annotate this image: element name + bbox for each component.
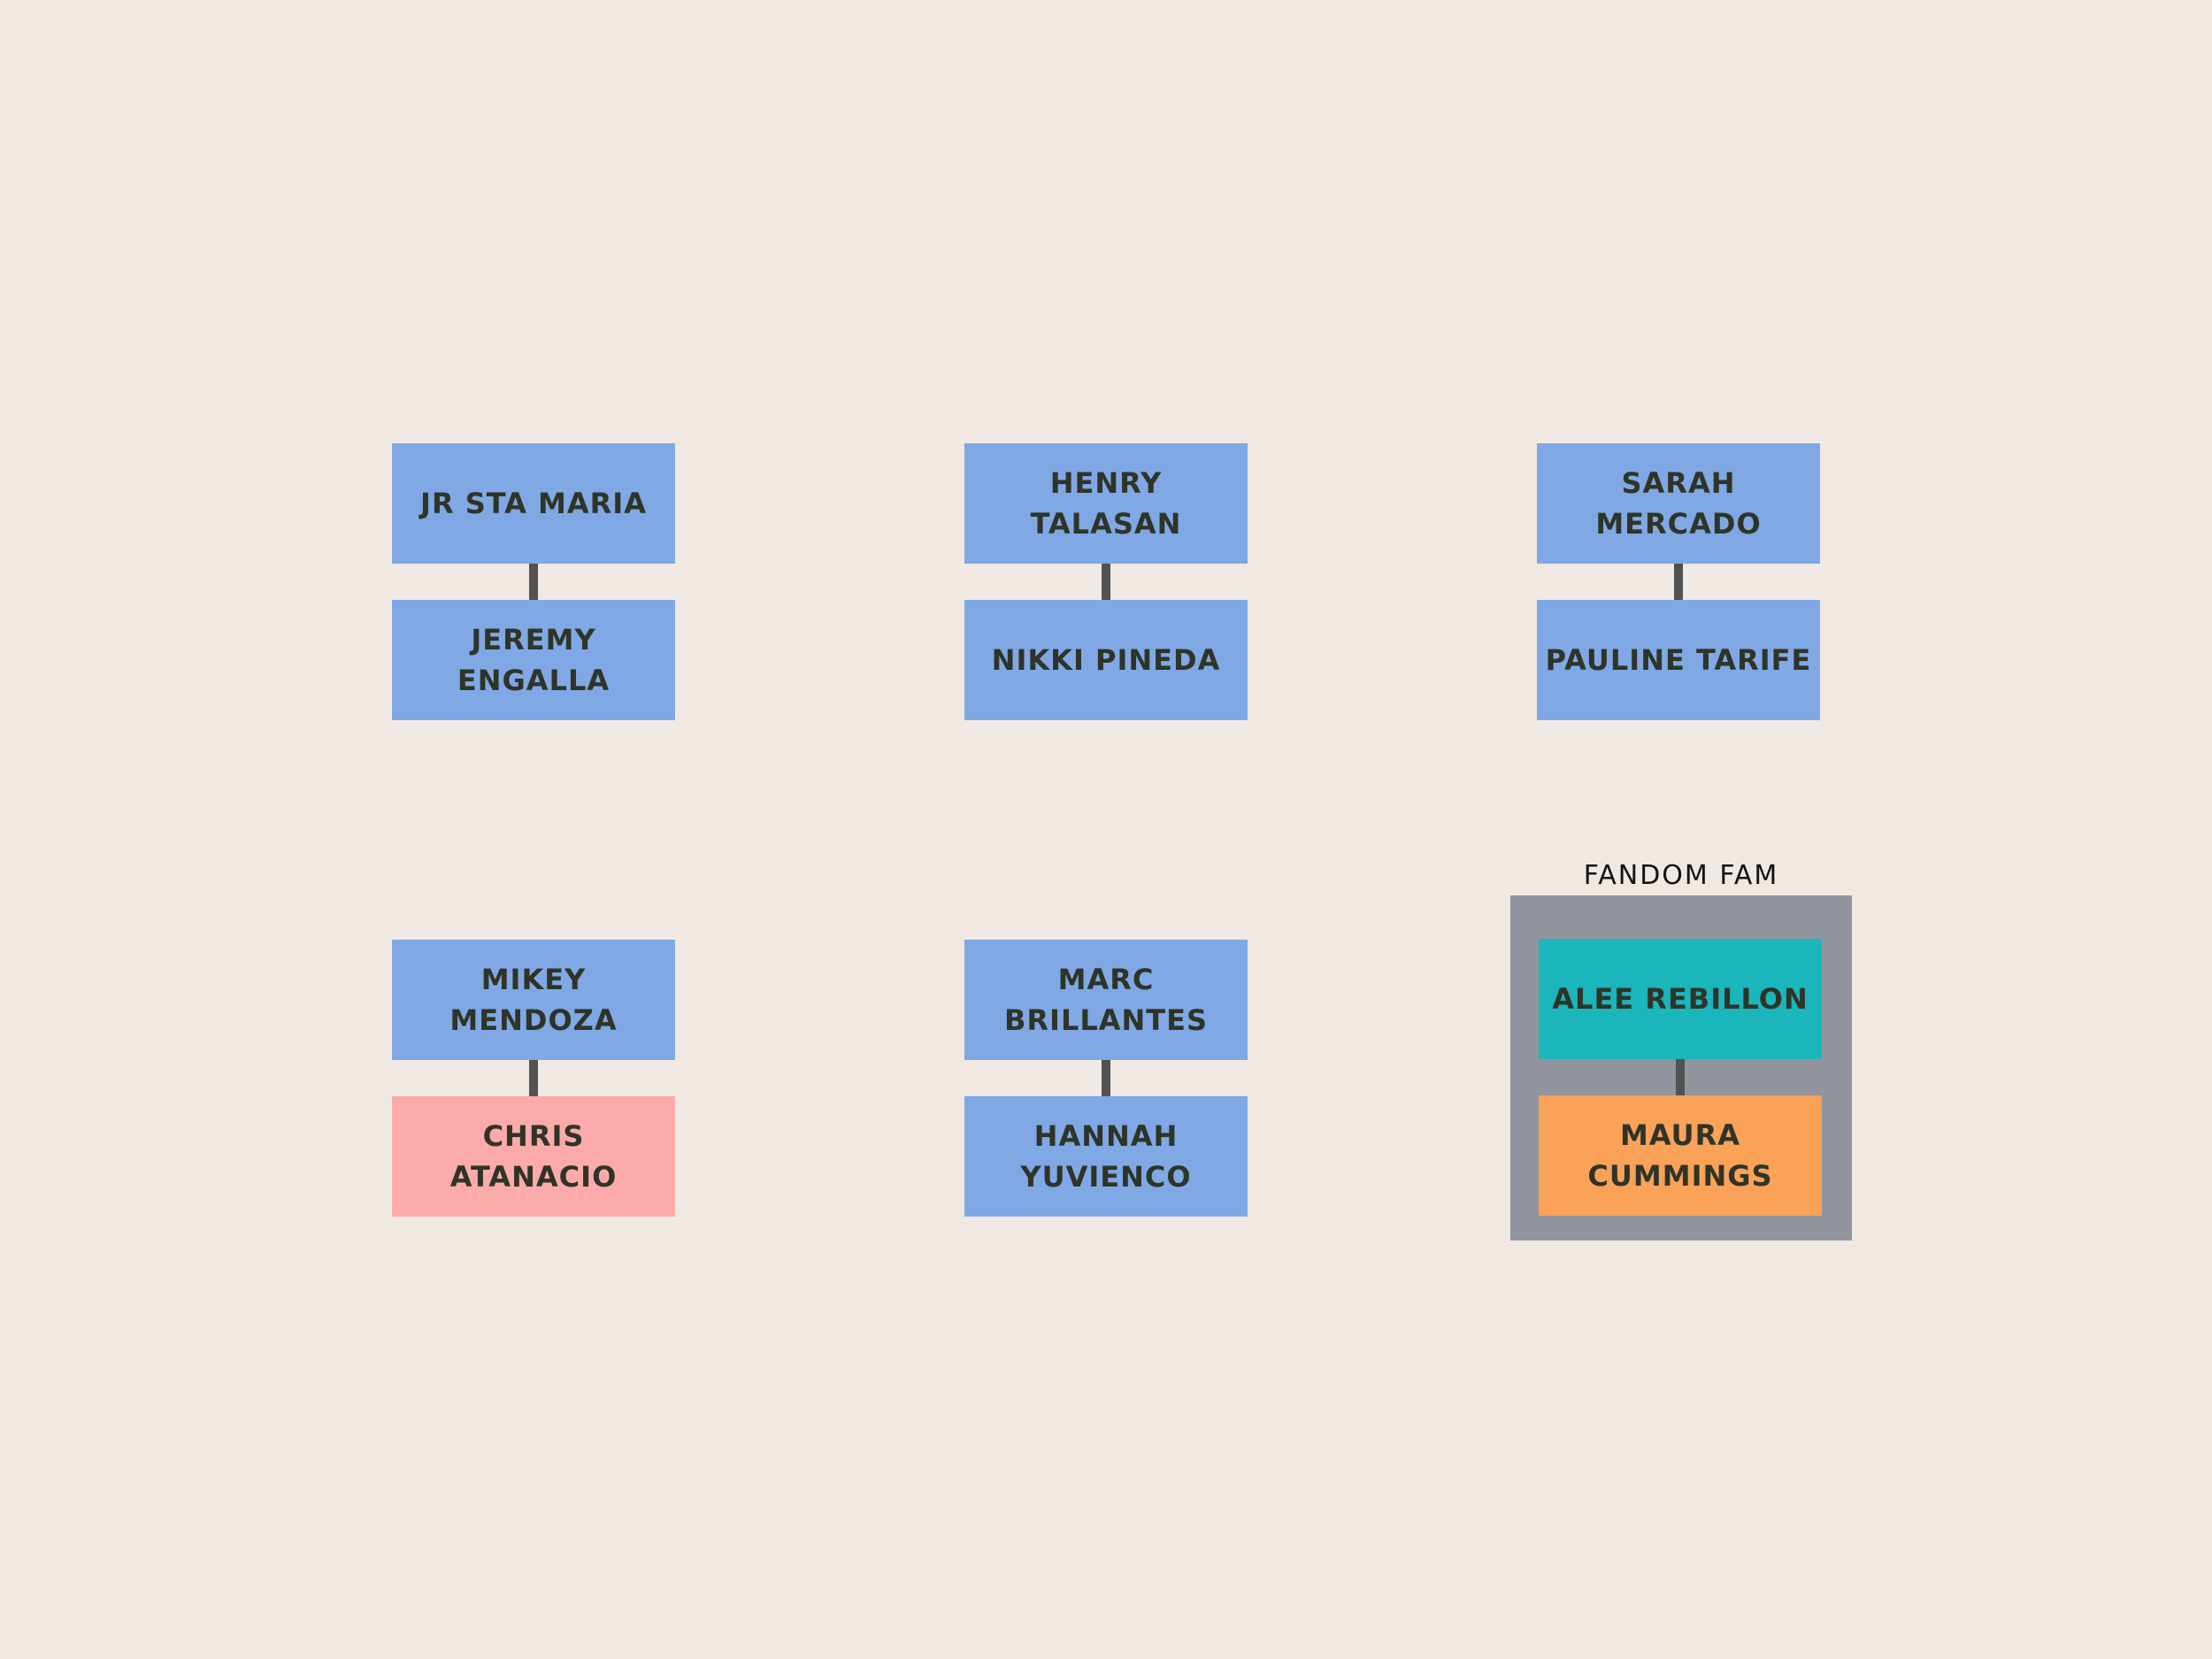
node-label-henry-talasan: HENRY TALASAN: [1030, 465, 1182, 541]
node-pauline-tarife: PAULINE TARIFE: [1537, 600, 1820, 720]
pair-henry-nikki: HENRY TALASAN NIKKI PINEDA: [964, 443, 1248, 720]
pair-alee-maura: ALEE REBILLON MAURA CUMMINGS: [1539, 939, 1822, 1216]
node-nikki-pineda: NIKKI PINEDA: [964, 600, 1248, 720]
connector-line: [1674, 564, 1683, 600]
connector-line: [1676, 1059, 1685, 1095]
node-label-hannah-yuvienco: HANNAH YUVIENCO: [1020, 1118, 1192, 1194]
pair-sarah-pauline: SARAH MERCADO PAULINE TARIFE: [1537, 443, 1820, 720]
node-label-chris-atanacio: CHRIS ATANACIO: [449, 1118, 618, 1194]
node-mikey-mendoza: MIKEY MENDOZA: [392, 940, 675, 1060]
node-label-nikki-pineda: NIKKI PINEDA: [991, 642, 1221, 677]
group-label-fandom-fam: FANDOM FAM: [1583, 860, 1779, 891]
node-sarah-mercado: SARAH MERCADO: [1537, 443, 1820, 564]
pair-marc-hannah: MARC BRILLANTES HANNAH YUVIENCO: [964, 940, 1248, 1217]
pair-jr-jeremy: JR STA MARIA JEREMY ENGALLA: [392, 443, 675, 720]
connector-line: [1102, 1060, 1110, 1096]
node-label-maura-cummings: MAURA CUMMINGS: [1587, 1118, 1773, 1193]
connector-line: [529, 1060, 538, 1096]
node-jr-sta-maria: JR STA MARIA: [392, 443, 675, 564]
node-hannah-yuvienco: HANNAH YUVIENCO: [964, 1096, 1248, 1217]
connector-line: [529, 564, 538, 600]
fandom-fam-group: ALEE REBILLON MAURA CUMMINGS: [1510, 895, 1852, 1240]
node-label-pauline-tarife: PAULINE TARIFE: [1545, 642, 1812, 677]
node-label-jeremy-engalla: JEREMY ENGALLA: [457, 622, 611, 697]
node-label-alee-rebillon: ALEE REBILLON: [1552, 981, 1809, 1016]
node-label-jr-sta-maria: JR STA MARIA: [420, 486, 647, 520]
node-henry-talasan: HENRY TALASAN: [964, 443, 1248, 564]
node-marc-brillantes: MARC BRILLANTES: [964, 940, 1248, 1060]
node-label-marc-brillantes: MARC BRILLANTES: [1004, 962, 1208, 1037]
node-alee-rebillon: ALEE REBILLON: [1539, 939, 1822, 1059]
node-jeremy-engalla: JEREMY ENGALLA: [392, 600, 675, 720]
node-maura-cummings: MAURA CUMMINGS: [1539, 1095, 1822, 1216]
node-chris-atanacio: CHRIS ATANACIO: [392, 1096, 675, 1217]
node-label-sarah-mercado: SARAH MERCADO: [1595, 465, 1762, 541]
connector-line: [1102, 564, 1110, 600]
node-label-mikey-mendoza: MIKEY MENDOZA: [449, 962, 618, 1037]
pair-mikey-chris: MIKEY MENDOZA CHRIS ATANACIO: [392, 940, 675, 1217]
